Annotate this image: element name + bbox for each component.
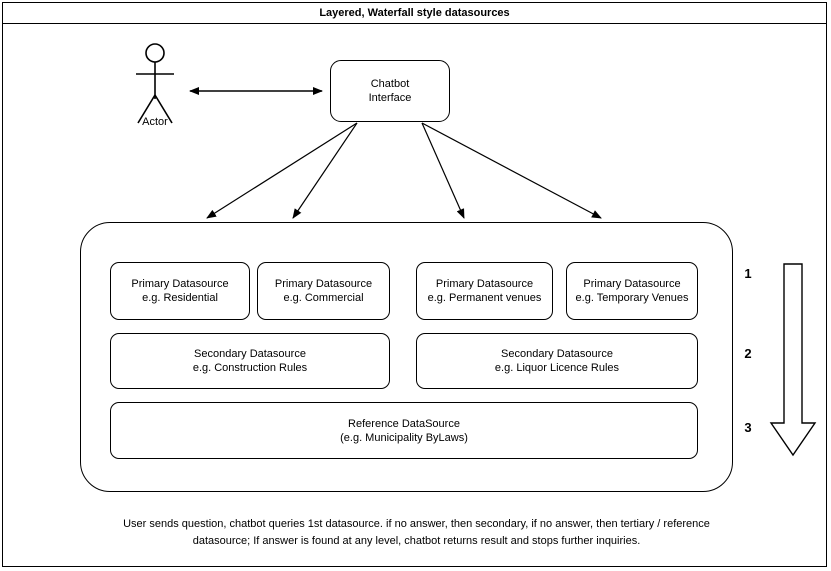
actor-figure — [123, 42, 187, 134]
chatbot-interface-box[interactable]: Chatbot Interface — [330, 60, 450, 122]
reference-datasource-box[interactable]: Reference DataSource (e.g. Municipality … — [110, 402, 698, 459]
box-label-line1: Secondary Datasource — [194, 348, 306, 360]
box-label-line2: e.g. Temporary Venues — [575, 292, 689, 304]
stick-figure-actor-icon — [136, 43, 174, 124]
box-label-line2: e.g. Residential — [142, 292, 218, 304]
secondary-datasource-box[interactable]: Secondary Datasource e.g. Liquor Licence… — [416, 333, 698, 389]
caption-line2: datasource; If answer is found at any le… — [192, 535, 641, 547]
primary-datasource-box[interactable]: Primary Datasource e.g. Residential — [110, 262, 250, 320]
box-label-line1: Primary Datasource — [131, 278, 229, 290]
page-title: Layered, Waterfall style datasources — [319, 6, 510, 19]
primary-datasource-box[interactable]: Primary Datasource e.g. Commercial — [257, 262, 390, 320]
box-label-line2: e.g. Liquor Licence Rules — [494, 362, 620, 374]
step-number-3: 3 — [744, 420, 752, 435]
box-label-line1: Primary Datasource — [274, 278, 373, 290]
chatbot-label-line1: Chatbot — [370, 78, 410, 90]
primary-datasource-box[interactable]: Primary Datasource e.g. Permanent venues — [416, 262, 553, 320]
chatbot-label-line2: Interface — [368, 92, 412, 104]
caption-line1: User sends question, chatbot queries 1st… — [123, 518, 710, 530]
step-number-2: 2 — [744, 346, 752, 361]
box-label-line2: e.g. Construction Rules — [192, 362, 308, 374]
box-label-line1: Primary Datasource — [583, 278, 681, 290]
primary-datasource-box[interactable]: Primary Datasource e.g. Temporary Venues — [566, 262, 698, 320]
secondary-datasource-box[interactable]: Secondary Datasource e.g. Construction R… — [110, 333, 390, 389]
box-label-line2: (e.g. Municipality ByLaws) — [340, 431, 468, 444]
box-label-line1: Primary Datasource — [435, 278, 534, 290]
box-label-line2: e.g. Permanent venues — [427, 292, 542, 304]
title-bar: Layered, Waterfall style datasources — [2, 2, 827, 24]
down-block-arrow-icon — [769, 263, 817, 457]
diagram-caption: User sends question, chatbot queries 1st… — [80, 516, 753, 550]
box-label-line2: e.g. Commercial — [283, 292, 364, 304]
box-label-line1: Secondary Datasource — [501, 348, 613, 360]
waterfall-order-arrow — [765, 263, 821, 458]
actor-label: Actor — [142, 116, 168, 128]
box-label-line1: Reference DataSource — [348, 417, 460, 430]
step-number-1: 1 — [744, 266, 752, 281]
